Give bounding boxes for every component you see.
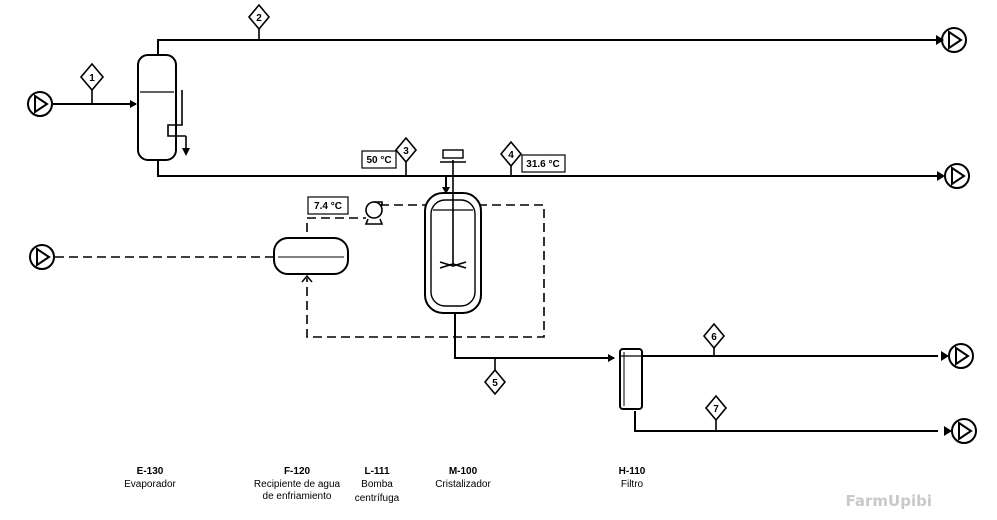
legend-e130-tag: E-130 bbox=[137, 466, 164, 477]
legend-l111-name-1: Bomba bbox=[361, 479, 393, 490]
legend-l111-name-2: centrífuga bbox=[355, 493, 400, 504]
stream-tags: 1 2 3 4 5 6 7 bbox=[79, 3, 728, 431]
legend-e130: E-130 Evaporador bbox=[124, 466, 176, 490]
pump-l111 bbox=[364, 201, 384, 225]
stream-2-line bbox=[157, 39, 938, 55]
temp-box-stream-3: 50 °C bbox=[361, 150, 397, 169]
legend-f120-name-1: Recipiente de agua bbox=[254, 479, 341, 490]
stream-tag-6: 6 bbox=[702, 322, 726, 356]
filter-h110 bbox=[619, 348, 643, 410]
legend-e130-name: Evaporador bbox=[124, 479, 176, 490]
evaporator-e130 bbox=[137, 54, 190, 161]
stream-7-line bbox=[634, 411, 938, 432]
stream-tag-3-label: 3 bbox=[403, 146, 409, 157]
stream-tag-5-label: 5 bbox=[492, 378, 498, 389]
legend-m100-tag: M-100 bbox=[449, 466, 478, 477]
inlet-cooling-symbol bbox=[29, 244, 55, 270]
legend-h110-tag: H-110 bbox=[619, 466, 646, 477]
stream-tag-2: 2 bbox=[247, 3, 271, 40]
temp-box-stream-4: 31.6 °C bbox=[521, 154, 566, 173]
stream-3-line bbox=[157, 160, 938, 177]
legend-m100-name: Cristalizador bbox=[435, 479, 491, 490]
stream-tag-7: 7 bbox=[704, 394, 728, 431]
process-lines bbox=[53, 39, 938, 432]
legend-l111: L-111 Bomba centrífuga bbox=[355, 466, 400, 504]
legend-l111-tag: L-111 bbox=[364, 466, 389, 477]
temperature-boxes: 50 °C 31.6 °C 7.4 °C bbox=[307, 150, 566, 215]
temp-stream-3: 50 °C bbox=[366, 155, 391, 166]
terminal-symbols bbox=[27, 27, 977, 444]
legend-f120: F-120 Recipiente de agua de enfriamiento bbox=[254, 466, 341, 502]
stream-tag-1-label: 1 bbox=[89, 73, 95, 84]
stream-tag-4: 4 bbox=[499, 140, 523, 176]
stream-tag-2-label: 2 bbox=[256, 13, 262, 24]
legend-h110: H-110 Filtro bbox=[619, 466, 646, 490]
cooling-vessel-f120 bbox=[273, 237, 349, 283]
stream-tag-6-label: 6 bbox=[711, 332, 717, 343]
outlet-2-symbol bbox=[941, 27, 967, 53]
crystallizer-m100 bbox=[424, 149, 482, 314]
temp-box-cooling: 7.4 °C bbox=[307, 196, 349, 215]
cooling-to-pump-line bbox=[306, 217, 366, 232]
stream-tag-4-label: 4 bbox=[508, 150, 514, 161]
legend-h110-name: Filtro bbox=[621, 479, 644, 490]
temp-stream-4: 31.6 °C bbox=[526, 159, 559, 170]
inlet-feed-symbol bbox=[27, 91, 53, 117]
stream-tag-5: 5 bbox=[483, 358, 507, 396]
stream-5-line bbox=[454, 312, 615, 362]
temp-cooling: 7.4 °C bbox=[314, 201, 342, 212]
stream-tag-7-label: 7 bbox=[713, 404, 719, 415]
outlet-4-symbol bbox=[944, 163, 970, 189]
legend-f120-tag: F-120 bbox=[284, 466, 311, 477]
stream-tag-3: 3 bbox=[394, 136, 418, 176]
outlet-arrowheads bbox=[936, 35, 952, 436]
outlet-6-symbol bbox=[948, 343, 974, 369]
watermark: FarmUpibi bbox=[846, 492, 932, 510]
pump-to-jacket-line bbox=[306, 204, 545, 338]
equipment-legend: E-130 Evaporador F-120 Recipiente de agu… bbox=[124, 466, 646, 504]
legend-m100: M-100 Cristalizador bbox=[435, 466, 491, 490]
legend-f120-name-2: de enfriamiento bbox=[263, 491, 332, 502]
outlet-7-symbol bbox=[951, 418, 977, 444]
stream-tag-1: 1 bbox=[79, 62, 105, 104]
